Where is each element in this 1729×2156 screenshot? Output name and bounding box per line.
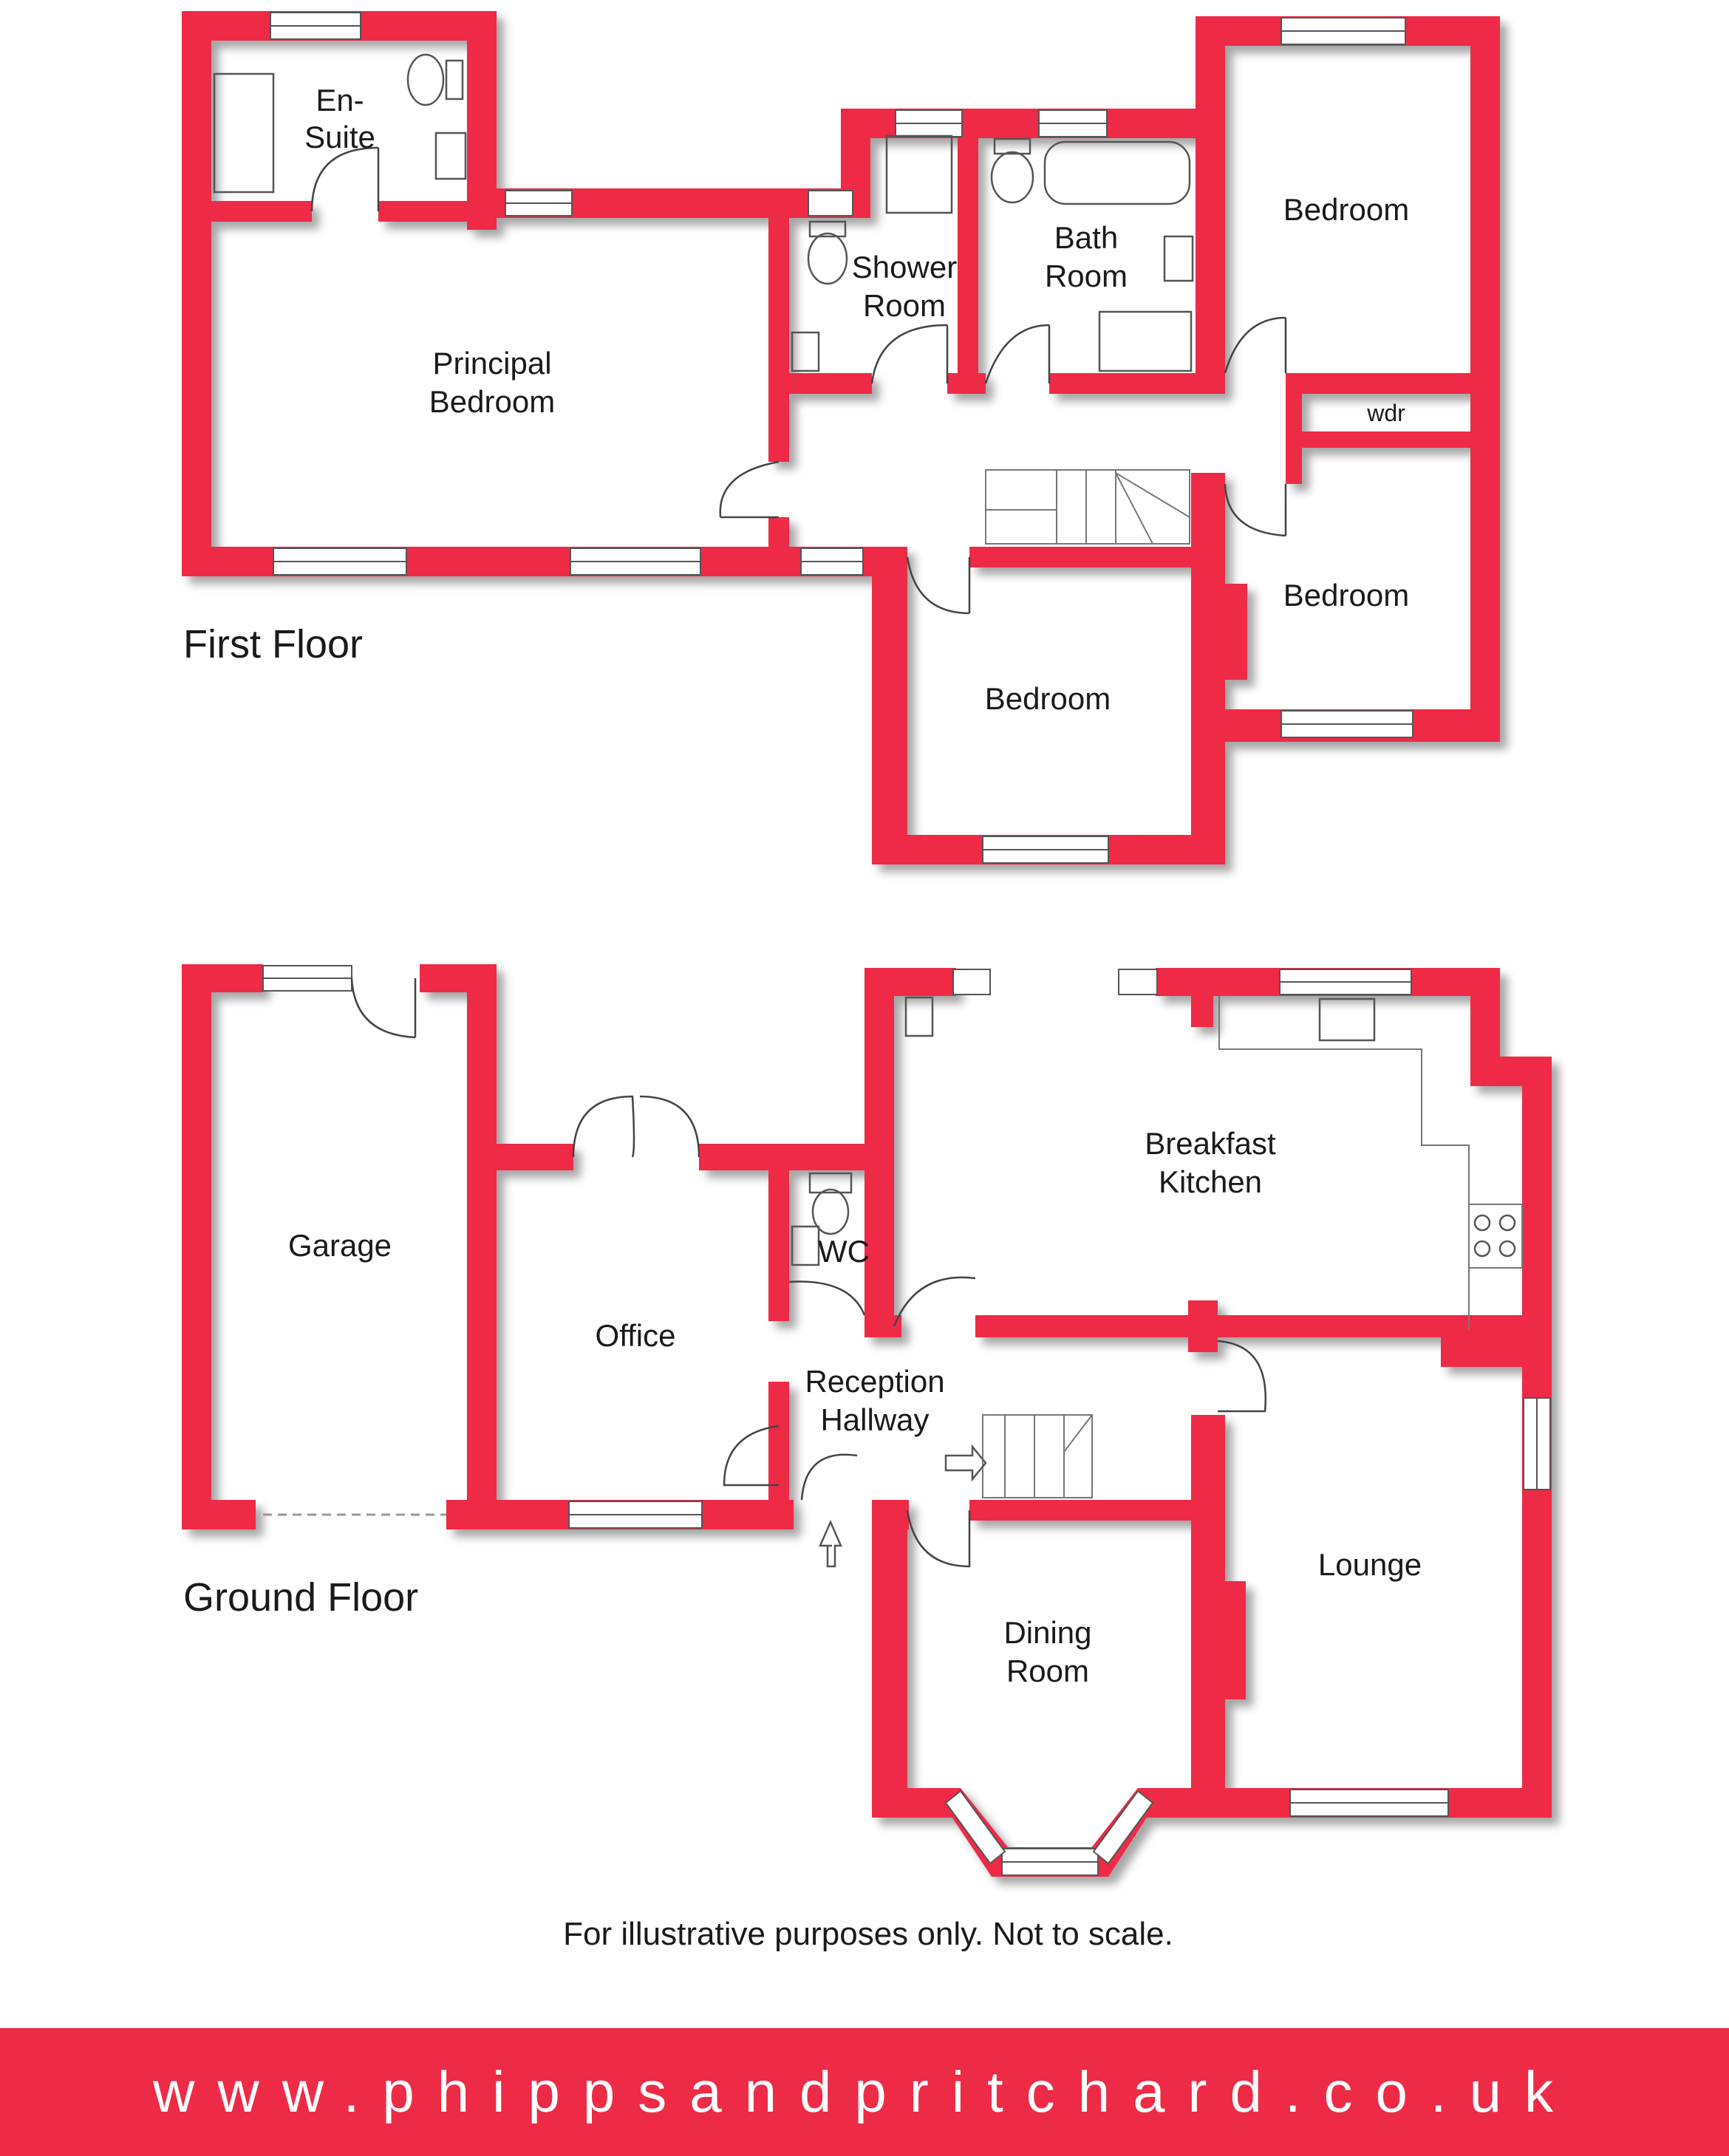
footer-website-url: www.phippsandpritchard.co.uk — [153, 2059, 1576, 2124]
footer-bar: www.phippsandpritchard.co.uk — [0, 2028, 1729, 2156]
first-floor-windows — [270, 12, 1413, 864]
room-label-office: Office — [596, 1318, 676, 1353]
room-label-bedroom-top-right: Bedroom — [1283, 192, 1409, 227]
first-floor-doors — [310, 146, 1287, 615]
first-floor-walls — [182, 11, 1500, 864]
ground-floor-fixtures — [791, 996, 1523, 1568]
room-label-wardrobe: wdr — [1366, 400, 1405, 426]
room-label-garage: Garage — [288, 1228, 392, 1263]
ground-floor-walls — [182, 964, 1552, 1877]
room-label-wc: WC — [818, 1234, 870, 1269]
floor-label-first-floor: First Floor — [183, 622, 363, 666]
room-label-bedroom-right: Bedroom — [1283, 578, 1409, 613]
room-label-lounge: Lounge — [1318, 1547, 1422, 1582]
ground-floor-windows — [262, 965, 1551, 1876]
ground-floor-doors — [263, 978, 1267, 1568]
first-floor-fixtures — [213, 53, 1194, 545]
floor-label-ground-floor: Ground Floor — [183, 1575, 418, 1620]
room-label-bedroom-middle: Bedroom — [985, 681, 1111, 716]
room-label-en-suite: En-Suite — [304, 83, 375, 154]
disclaimer-text: For illustrative purposes only. Not to s… — [563, 1916, 1173, 1952]
